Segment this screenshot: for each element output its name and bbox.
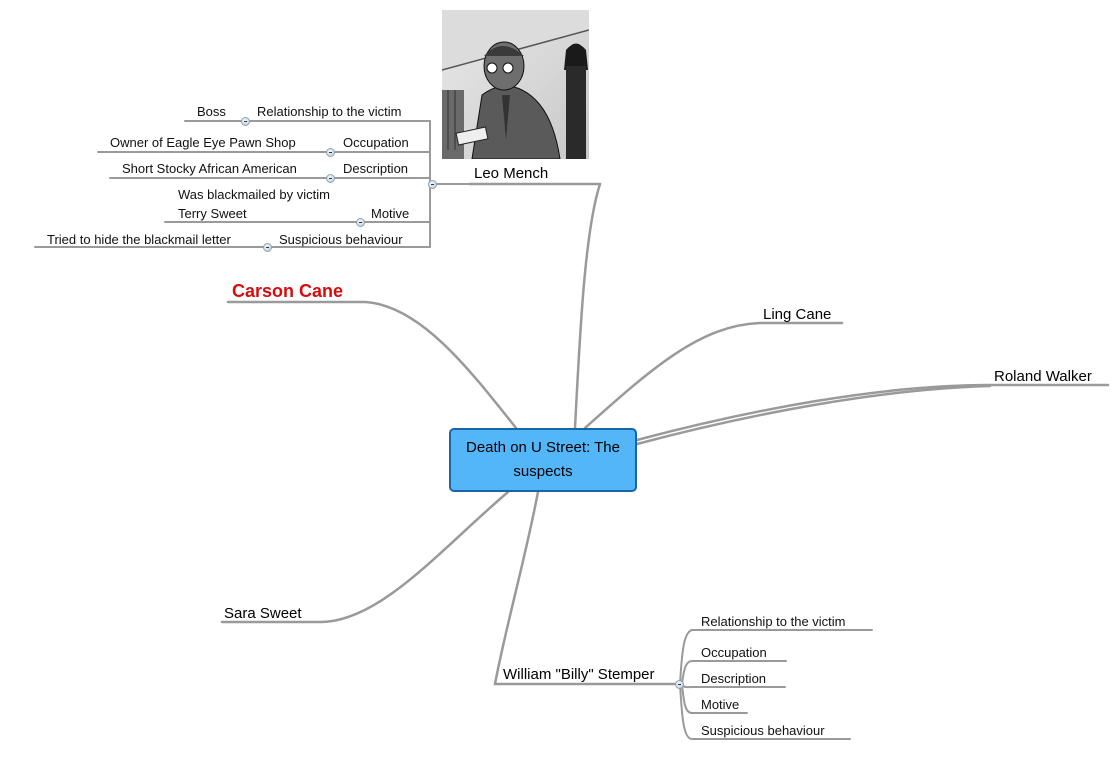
stemper-detail-relationship[interactable]: Relationship to the victim: [701, 614, 846, 629]
detail-label-description[interactable]: Description: [343, 161, 409, 176]
portrait-illustration: [442, 10, 589, 159]
collapse-toggle-leo-mench[interactable]: [428, 180, 437, 189]
suspect-carson-cane[interactable]: Carson Cane: [232, 281, 344, 301]
suspect-william-stemper[interactable]: William "Billy" Stemper: [503, 666, 655, 683]
collapse-toggle-relationship[interactable]: [241, 117, 250, 126]
detail-label-suspicious-behaviour[interactable]: Suspicious behaviour: [279, 232, 403, 247]
detail-label-occupation[interactable]: Occupation: [343, 135, 409, 150]
leo-mench-photo[interactable]: [442, 10, 589, 159]
collapse-toggle-suspicious-behaviour[interactable]: [263, 243, 272, 252]
collapse-toggle-motive[interactable]: [356, 218, 365, 227]
suspect-leo-mench[interactable]: Leo Mench: [474, 165, 549, 182]
detail-value-description[interactable]: Short Stocky African American: [122, 161, 297, 176]
stemper-detail-motive[interactable]: Motive: [701, 697, 740, 712]
suspect-ling-cane[interactable]: Ling Cane: [763, 306, 832, 323]
central-topic[interactable]: Death on U Street: The suspects: [449, 428, 637, 492]
stemper-detail-occupation[interactable]: Occupation: [701, 645, 767, 660]
detail-value-suspicious-behaviour[interactable]: Tried to hide the blackmail letter: [47, 232, 231, 247]
collapse-toggle-william-stemper[interactable]: [675, 680, 684, 689]
collapse-toggle-description[interactable]: [326, 174, 335, 183]
detail-value-motive-line2[interactable]: Terry Sweet: [178, 206, 247, 221]
stemper-detail-suspicious-behaviour[interactable]: Suspicious behaviour: [701, 723, 825, 738]
central-topic-label: Death on U Street: The suspects: [466, 439, 620, 480]
suspect-roland-walker[interactable]: Roland Walker: [994, 368, 1092, 385]
suspect-sara-sweet[interactable]: Sara Sweet: [224, 605, 302, 622]
stemper-detail-description[interactable]: Description: [701, 671, 767, 686]
detail-label-relationship[interactable]: Relationship to the victim: [257, 104, 402, 119]
detail-value-occupation[interactable]: Owner of Eagle Eye Pawn Shop: [110, 135, 296, 150]
collapse-toggle-occupation[interactable]: [326, 148, 335, 157]
detail-value-relationship[interactable]: Boss: [197, 104, 226, 119]
detail-value-motive-line1[interactable]: Was blackmailed by victim: [178, 187, 330, 202]
detail-label-motive[interactable]: Motive: [371, 206, 410, 221]
